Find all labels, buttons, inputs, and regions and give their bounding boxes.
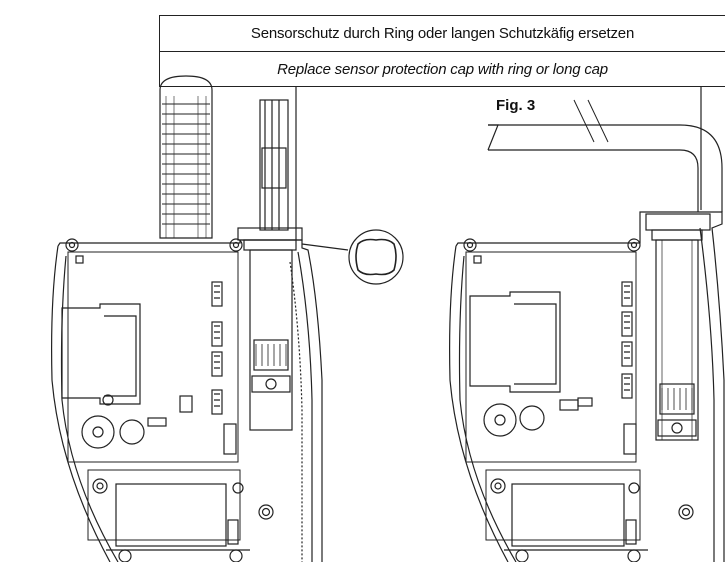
right-device [449,99,725,562]
ring-detail [348,229,404,285]
left-sensor [237,99,303,431]
left-device [51,75,404,562]
caption-english: Replace sensor protection cap with ring … [277,61,608,78]
right-sensor [645,213,711,441]
figure-label: Fig. 3 [496,97,536,114]
caption-german: Sensorschutz durch Ring oder langen Schu… [160,16,725,52]
leader-lines [295,87,702,240]
left-long-cap [159,75,213,239]
caption-box: Sensorschutz durch Ring oder langen Schu… [159,15,725,87]
right-connectors [621,281,633,399]
left-connectors [211,281,223,415]
